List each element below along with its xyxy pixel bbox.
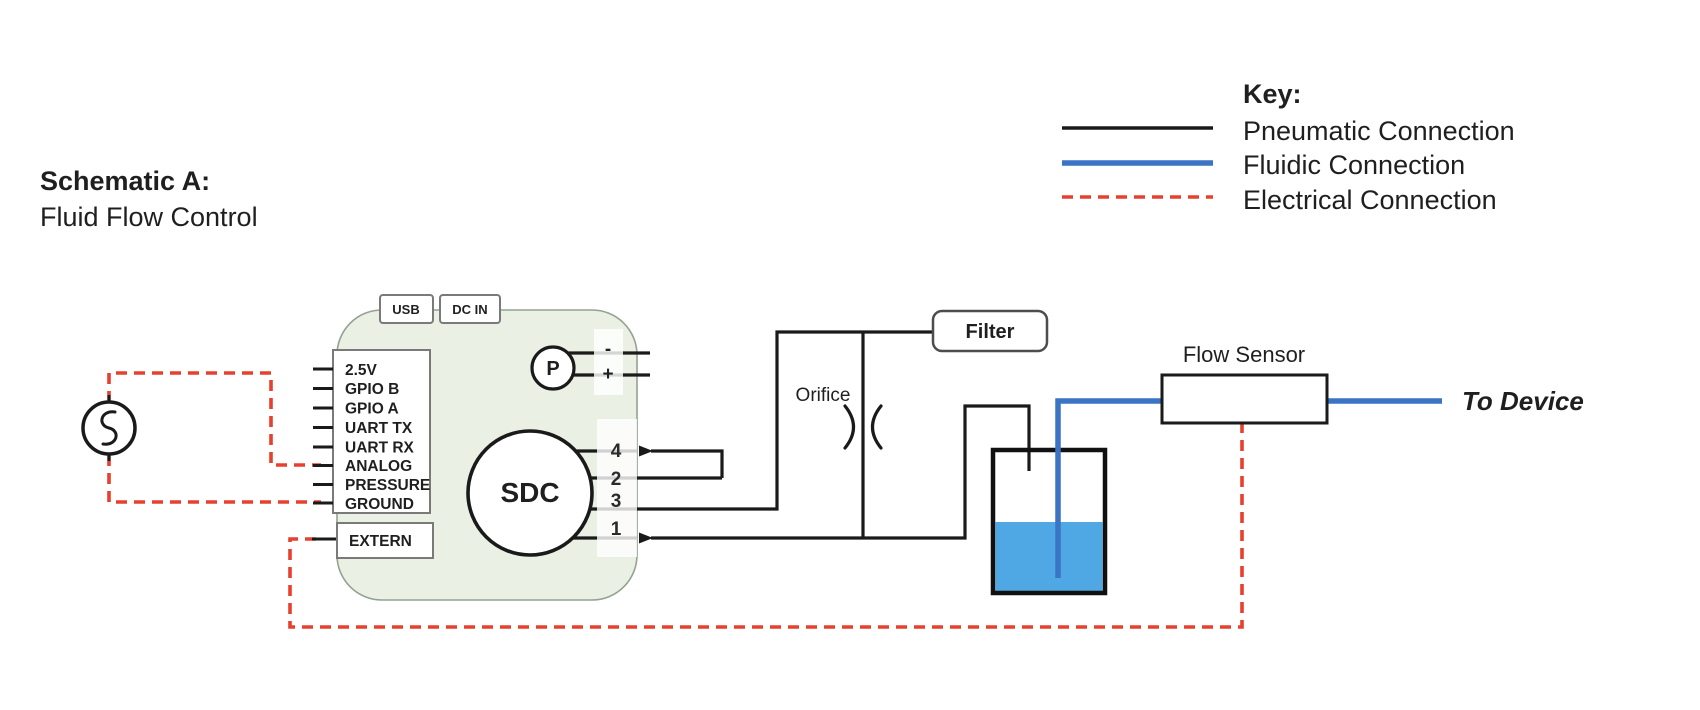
- dcin-connector-label: DC IN: [452, 302, 487, 317]
- p-terminal-highlight: [594, 329, 623, 395]
- to-device-label: To Device: [1462, 386, 1584, 416]
- orifice-left-arc: [843, 404, 856, 450]
- extern-box: [336, 522, 434, 559]
- pin-label-2v5: 2.5V: [345, 362, 378, 379]
- orifice-right-arc: [870, 404, 883, 450]
- port1-label: 1: [611, 519, 622, 540]
- legend-heading: Key:: [1243, 79, 1302, 109]
- ac-waveform-icon: [100, 410, 118, 446]
- port1-run-to-beaker: [651, 404, 1031, 540]
- fluid-line-reservoir-to-sensor: [1055, 398, 1162, 578]
- electrical-wires: [107, 371, 1244, 629]
- port-number-highlight: [597, 419, 637, 557]
- port2-label: 2: [611, 469, 622, 490]
- pin-label-uartrx: UART RX: [345, 440, 415, 457]
- legend-fluidic-label: Fluidic Connection: [1243, 150, 1465, 180]
- pressure-sensor-circle: [530, 345, 576, 391]
- extern-label: EXTERN: [349, 533, 412, 550]
- flow-sensor-label: Flow Sensor: [1183, 342, 1305, 367]
- pin-label-gpioa: GPIO A: [345, 401, 399, 418]
- pin-label-ground: GROUND: [345, 496, 414, 513]
- schematic-title: Schematic A:: [40, 166, 210, 196]
- filter: Filter: [931, 309, 1049, 353]
- pin-header-box: [332, 349, 431, 514]
- legend-pneumatic-label: Pneumatic Connection: [1243, 116, 1515, 146]
- orifice: Orifice: [796, 385, 883, 450]
- port4-label: 4: [611, 441, 622, 462]
- wire-extern-to-flow-sensor: [288, 424, 1244, 629]
- filter-label: Filter: [966, 321, 1015, 343]
- ac-source: [81, 395, 137, 461]
- reservoir: [990, 447, 1108, 596]
- port4-arrow-icon: [639, 445, 653, 457]
- p-positive-symbol: +: [602, 364, 613, 385]
- flow-sensor-box: [1160, 373, 1329, 425]
- dcin-connector-box: [439, 294, 501, 324]
- usb-connector-box: [379, 294, 434, 324]
- top-connectors: USB DC IN: [379, 294, 501, 324]
- wire-ac-to-analog: [107, 371, 321, 467]
- extern-connector: EXTERN: [312, 522, 434, 559]
- reservoir-outline: [990, 447, 1108, 596]
- fluidic-lines: [1055, 398, 1442, 578]
- port4-port2-loop: [651, 449, 724, 478]
- port3-run-to-filter: [530, 330, 933, 511]
- sdc-chip-label: SDC: [500, 477, 559, 508]
- pin-label-gpiob: GPIO B: [345, 381, 399, 398]
- filter-box: [931, 309, 1049, 353]
- legend: Key: Pneumatic Connection Fluidic Connec…: [1062, 79, 1515, 215]
- wire-ac-to-ground: [107, 455, 321, 504]
- pin-header: 2.5V GPIO B GPIO A UART TX UART RX ANALO…: [313, 349, 431, 514]
- pin-label-pressure: PRESSURE: [345, 477, 430, 494]
- legend-electrical-label: Electrical Connection: [1243, 185, 1497, 215]
- pressure-sensor-label: P: [546, 358, 559, 380]
- orifice-label: Orifice: [796, 385, 851, 406]
- title-block: Schematic A: Fluid Flow Control: [40, 166, 258, 232]
- pin-label-uarttx: UART TX: [345, 420, 413, 437]
- p-negative-symbol: -: [605, 339, 611, 360]
- port3-label: 3: [611, 491, 622, 512]
- reservoir-water: [995, 522, 1103, 591]
- port1-arrow-icon: [639, 532, 653, 544]
- usb-connector-label: USB: [392, 302, 419, 317]
- pin-label-analog: ANALOG: [345, 458, 412, 475]
- schematic-subtitle: Fluid Flow Control: [40, 202, 258, 232]
- flow-sensor: Flow Sensor: [1160, 342, 1329, 425]
- sdc-chip-circle: [466, 429, 594, 557]
